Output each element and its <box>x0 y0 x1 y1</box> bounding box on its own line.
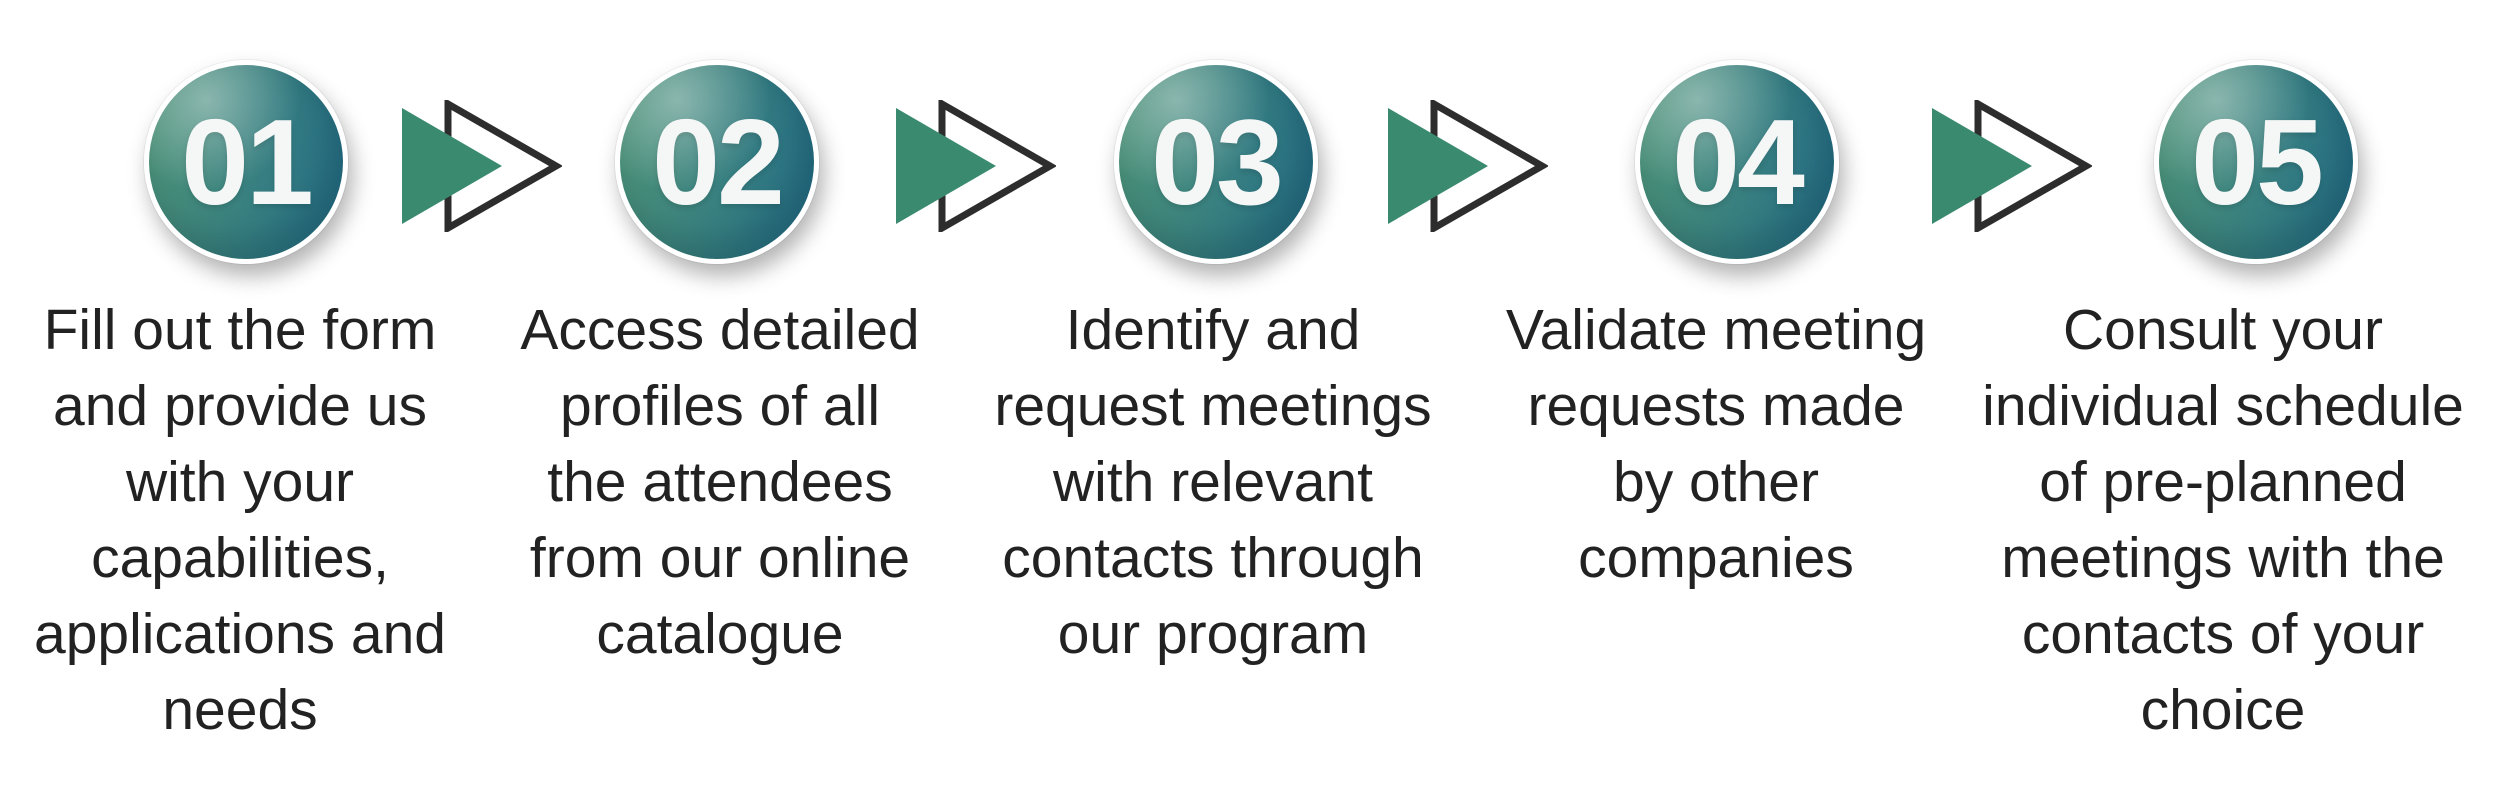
step-1-number: 01 <box>181 94 314 230</box>
step-5-number: 05 <box>2191 94 2324 230</box>
step-4-description: Validate meeting requests made by other … <box>1505 298 1927 590</box>
arrow-filled-triangle <box>402 108 502 224</box>
step-3-number-badge: 03 <box>1114 60 1318 264</box>
step-2-number: 02 <box>652 94 785 230</box>
step-5-number-badge: 05 <box>2154 60 2358 264</box>
double-chevron-right-icon <box>894 100 1056 232</box>
double-chevron-right-icon <box>1386 100 1548 232</box>
arrow-filled-triangle <box>1932 108 2032 224</box>
step-3-description: Identify and request meetings with relev… <box>994 298 1432 666</box>
arrow-filled-triangle <box>1388 108 1488 224</box>
step-4-number-badge: 04 <box>1635 60 1839 264</box>
step-1-description: Fill out the form and provide us with yo… <box>34 298 446 742</box>
step-2-number-badge: 02 <box>615 60 819 264</box>
step-4-number: 04 <box>1672 94 1805 230</box>
step-5-description: Consult your individual schedule of pre-… <box>1982 298 2464 742</box>
double-chevron-right-icon <box>400 100 562 232</box>
step-3-number: 03 <box>1151 94 1284 230</box>
arrow-filled-triangle <box>896 108 996 224</box>
double-chevron-right-icon <box>1930 100 2092 232</box>
step-1-number-badge: 01 <box>144 60 348 264</box>
step-2-description: Access detailed profiles of all the atte… <box>520 298 920 666</box>
